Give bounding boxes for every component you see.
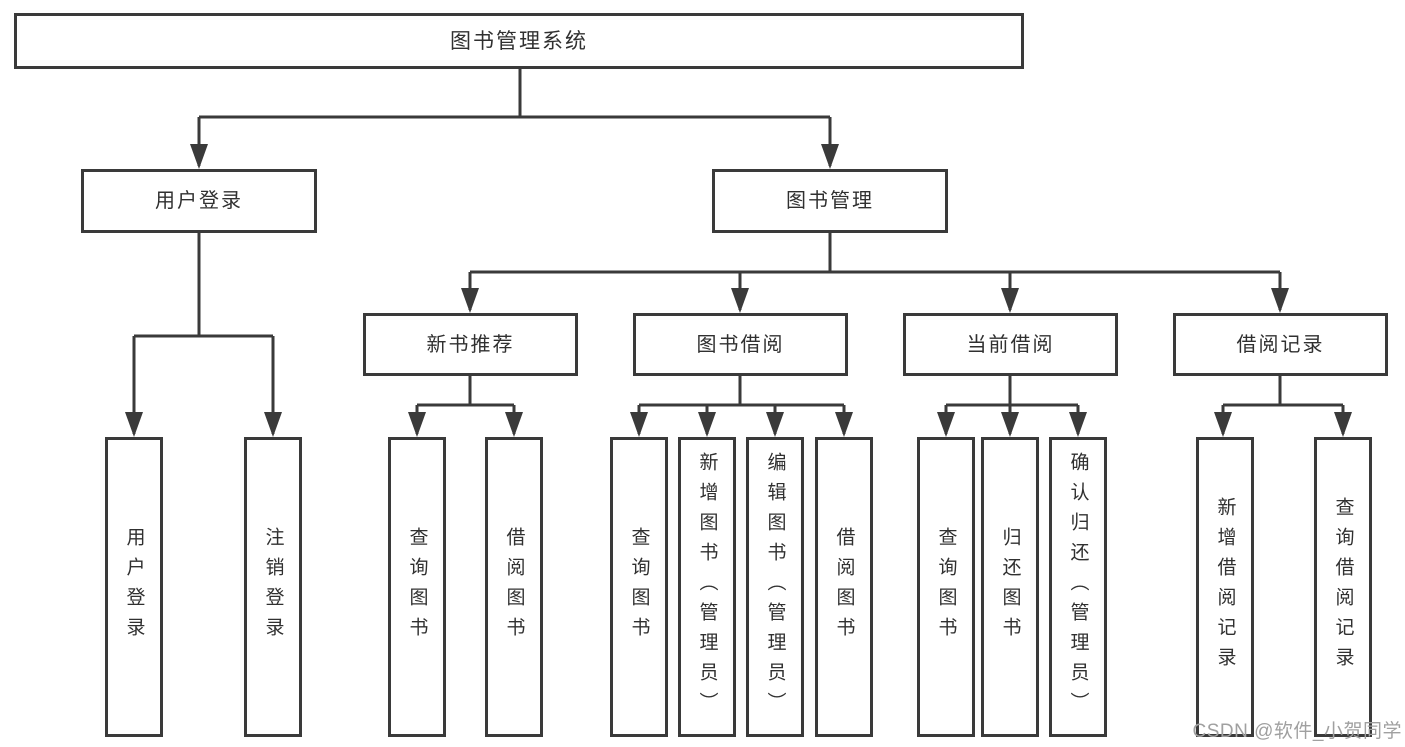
node-new-book-recommendation: 新书推荐 bbox=[363, 313, 578, 376]
node-current-borrowing: 当前借阅 bbox=[903, 313, 1118, 376]
node-book-borrowing-label: 图书借阅 bbox=[696, 333, 785, 356]
node-new-book-recommendation-label: 新书推荐 bbox=[426, 333, 515, 356]
leaf-query-borrow-record: 查询借阅记录 bbox=[1314, 437, 1372, 737]
node-book-management: 图书管理 bbox=[712, 169, 948, 233]
leaf-logout: 注销登录 bbox=[244, 437, 302, 737]
leaf-add-borrow-record-label: 新增借阅记录 bbox=[1214, 497, 1236, 677]
leaf-query-borrow-record-label: 查询借阅记录 bbox=[1332, 497, 1354, 677]
leaf-query-books-current: 查询图书 bbox=[917, 437, 975, 737]
node-user-login-label: 用户登录 bbox=[155, 190, 243, 212]
leaf-confirm-return-admin: 确认归还（管理员） bbox=[1049, 437, 1107, 737]
leaf-query-books-current-label: 查询图书 bbox=[935, 527, 957, 647]
leaf-query-books-recommend-label: 查询图书 bbox=[406, 527, 428, 647]
leaf-borrow-books-recommend: 借阅图书 bbox=[485, 437, 543, 737]
csdn-watermark: CSDN @软件_小贺同学 bbox=[1192, 721, 1402, 742]
node-current-borrowing-label: 当前借阅 bbox=[966, 333, 1055, 356]
leaf-add-book-admin-label: 新增图书（管理员） bbox=[696, 452, 718, 722]
leaf-user-login: 用户登录 bbox=[105, 437, 163, 737]
leaf-query-books-recommend: 查询图书 bbox=[388, 437, 446, 737]
leaf-query-books-borrowing-label: 查询图书 bbox=[628, 527, 650, 647]
leaf-borrow-books-recommend-label: 借阅图书 bbox=[503, 527, 525, 647]
leaf-query-books-borrowing: 查询图书 bbox=[610, 437, 668, 737]
node-user-login: 用户登录 bbox=[81, 169, 317, 233]
leaf-edit-book-admin: 编辑图书（管理员） bbox=[746, 437, 804, 737]
leaf-user-login-label: 用户登录 bbox=[123, 527, 145, 647]
node-book-management-label: 图书管理 bbox=[786, 190, 874, 212]
node-book-borrowing: 图书借阅 bbox=[633, 313, 848, 376]
leaf-return-books: 归还图书 bbox=[981, 437, 1039, 737]
leaf-return-books-label: 归还图书 bbox=[999, 527, 1021, 647]
node-borrowing-records-label: 借阅记录 bbox=[1236, 333, 1325, 356]
leaf-borrow-books-borrowing: 借阅图书 bbox=[815, 437, 873, 737]
leaf-logout-label: 注销登录 bbox=[262, 527, 284, 647]
node-borrowing-records: 借阅记录 bbox=[1173, 313, 1388, 376]
node-root-system-label: 图书管理系统 bbox=[450, 29, 588, 53]
leaf-add-borrow-record: 新增借阅记录 bbox=[1196, 437, 1254, 737]
leaf-edit-book-admin-label: 编辑图书（管理员） bbox=[764, 452, 786, 722]
leaf-add-book-admin: 新增图书（管理员） bbox=[678, 437, 736, 737]
leaf-confirm-return-admin-label: 确认归还（管理员） bbox=[1067, 452, 1089, 722]
node-root-system: 图书管理系统 bbox=[14, 13, 1024, 69]
leaf-borrow-books-borrowing-label: 借阅图书 bbox=[833, 527, 855, 647]
